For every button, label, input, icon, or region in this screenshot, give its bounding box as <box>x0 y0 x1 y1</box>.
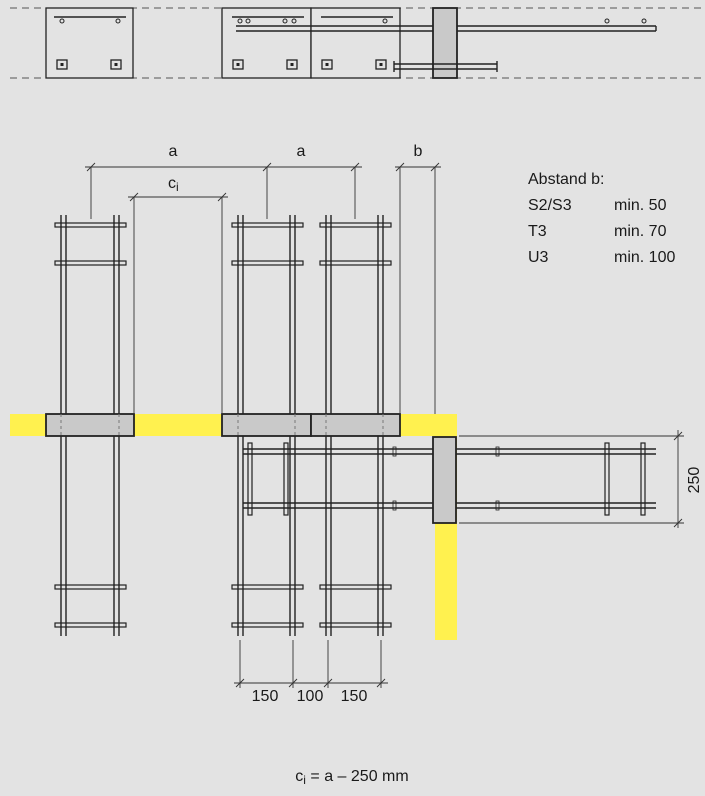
spacing-row-label: U3 <box>528 249 549 266</box>
spacing-row-value: min. 50 <box>614 197 667 214</box>
dimension-a-right: a <box>267 143 362 219</box>
plan-bar-end <box>115 18 121 24</box>
plan-anchor <box>56 59 68 70</box>
connector-block <box>221 413 312 437</box>
stirrup <box>231 260 304 266</box>
label-a-right: a <box>297 143 306 160</box>
plan-bar-end <box>641 18 647 24</box>
plan-element-right <box>310 7 401 79</box>
dimension-b: b <box>395 143 441 414</box>
plan-side-block <box>432 7 458 79</box>
plan-anchor-dot <box>379 63 383 66</box>
label-100: 100 <box>297 688 324 705</box>
bar-mark <box>495 446 500 457</box>
plan-view <box>10 7 705 79</box>
spacing-row-label: T3 <box>528 223 547 240</box>
spacing-title: Abstand b: <box>528 171 605 188</box>
connector-block <box>45 413 135 437</box>
plan-anchor <box>110 59 122 70</box>
stirrup <box>283 442 289 516</box>
tick <box>217 192 227 202</box>
spacing-row-value: min. 70 <box>614 223 667 240</box>
stirrup <box>54 222 127 228</box>
stirrup <box>604 442 610 516</box>
bar-mark <box>495 500 500 511</box>
dimension-a-left: a <box>85 143 275 219</box>
stirrup <box>319 622 392 628</box>
dimension-bottom: 150 100 150 <box>234 640 388 705</box>
label-a-left: a <box>169 143 178 160</box>
plan-anchor-dot <box>290 63 294 66</box>
tick <box>673 431 683 441</box>
tick <box>323 678 333 688</box>
plan-bar-end <box>291 18 297 24</box>
stirrup <box>54 260 127 266</box>
plan-anchor-dot <box>114 63 118 66</box>
stirrup <box>54 622 127 628</box>
bar-mark <box>392 446 397 457</box>
slab-segment <box>10 414 46 436</box>
stirrup <box>54 584 127 590</box>
plan-element-left <box>45 7 134 79</box>
plan-anchor <box>232 59 244 70</box>
stirrup <box>640 442 646 516</box>
plan-anchor <box>321 59 333 70</box>
stirrup <box>319 222 392 228</box>
tick <box>129 192 139 202</box>
plan-bar-end <box>245 18 251 24</box>
label-150-left: 150 <box>252 688 279 705</box>
plan-anchor <box>375 59 387 70</box>
plan-bar-end <box>282 18 288 24</box>
formula: ci = a – 250 mm <box>295 768 408 787</box>
label-150-right: 150 <box>341 688 368 705</box>
dimension-ci: ci <box>128 175 228 414</box>
spacing-row-label: S2/S3 <box>528 197 572 214</box>
stirrup <box>319 584 392 590</box>
spacing-table: Abstand b: S2/S3 min. 50 T3 min. 70 U3 m… <box>528 171 675 266</box>
plan-anchor-dot <box>325 63 329 66</box>
stirrup <box>247 442 253 516</box>
tick <box>288 678 298 688</box>
plan-anchor-dot <box>236 63 240 66</box>
dimension-250: 250 <box>459 430 703 528</box>
plan-bar-end <box>237 18 243 24</box>
tick <box>350 162 360 172</box>
connector-block-vertical <box>432 436 457 524</box>
tick <box>376 678 386 688</box>
stirrup <box>231 584 304 590</box>
stirrup <box>319 260 392 266</box>
plan-element-middle <box>221 7 312 79</box>
section-view: a a ci b <box>10 143 703 787</box>
connector-block <box>310 413 401 437</box>
stirrup <box>231 222 304 228</box>
bar-mark <box>392 500 397 511</box>
tick <box>395 162 405 172</box>
plan-bar-end <box>604 18 610 24</box>
tick <box>430 162 440 172</box>
spacing-row-value: min. 100 <box>614 249 675 266</box>
tick <box>86 162 96 172</box>
plan-anchor <box>286 59 298 70</box>
label-250: 250 <box>686 467 703 494</box>
tick <box>673 518 683 528</box>
tick <box>235 678 245 688</box>
slab-segment <box>134 414 222 436</box>
plan-bar-end <box>59 18 65 24</box>
plan-anchor-dot <box>60 63 64 66</box>
stirrup <box>231 622 304 628</box>
label-b: b <box>414 143 423 160</box>
plan-bar-end <box>382 18 388 24</box>
label-ci: ci <box>168 175 179 194</box>
